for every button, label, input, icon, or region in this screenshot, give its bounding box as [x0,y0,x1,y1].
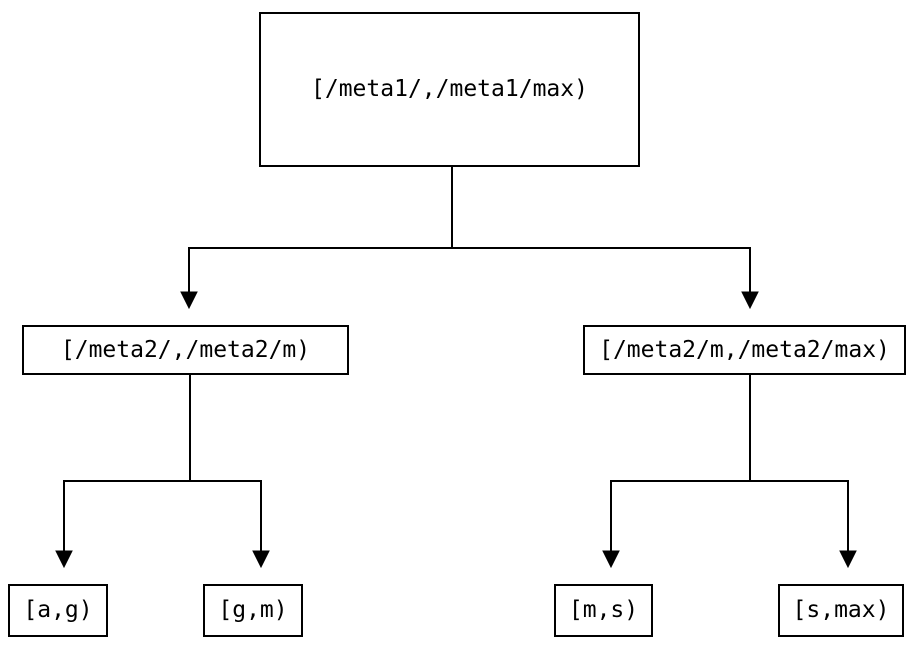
node-label: [a,g) [23,597,93,623]
edge-line [63,374,262,552]
node-label: [/meta1/,/meta1/max) [311,76,588,102]
edge-left-to-children [55,374,270,569]
edge-line [188,167,751,293]
arrowhead-down-icon [839,550,857,569]
arrowhead-down-icon [252,550,270,569]
node-label: [g,m) [218,597,288,623]
node-root-range: [/meta1/,/meta1/max) [259,12,640,167]
node-label: [/meta2/m,/meta2/max) [599,336,890,363]
node-meta2-right-range: [/meta2/m,/meta2/max) [583,325,906,375]
edge-root-to-children [180,167,759,310]
edge-right-to-children [602,374,857,569]
arrowhead-down-icon [741,291,759,310]
arrowhead-down-icon [180,291,198,310]
arrowhead-down-icon [55,550,73,569]
arrowhead-down-icon [602,550,620,569]
node-meta2-left-range: [/meta2/,/meta2/m) [22,325,349,375]
node-leaf-s-max: [s,max) [778,584,904,637]
node-leaf-g-m: [g,m) [203,584,303,637]
node-label: [/meta2/,/meta2/m) [60,336,311,363]
edge-line [610,374,849,552]
node-leaf-m-s: [m,s) [554,584,653,637]
node-label: [s,max) [792,597,890,623]
node-leaf-a-g: [a,g) [8,584,108,637]
node-label: [m,s) [568,597,639,623]
